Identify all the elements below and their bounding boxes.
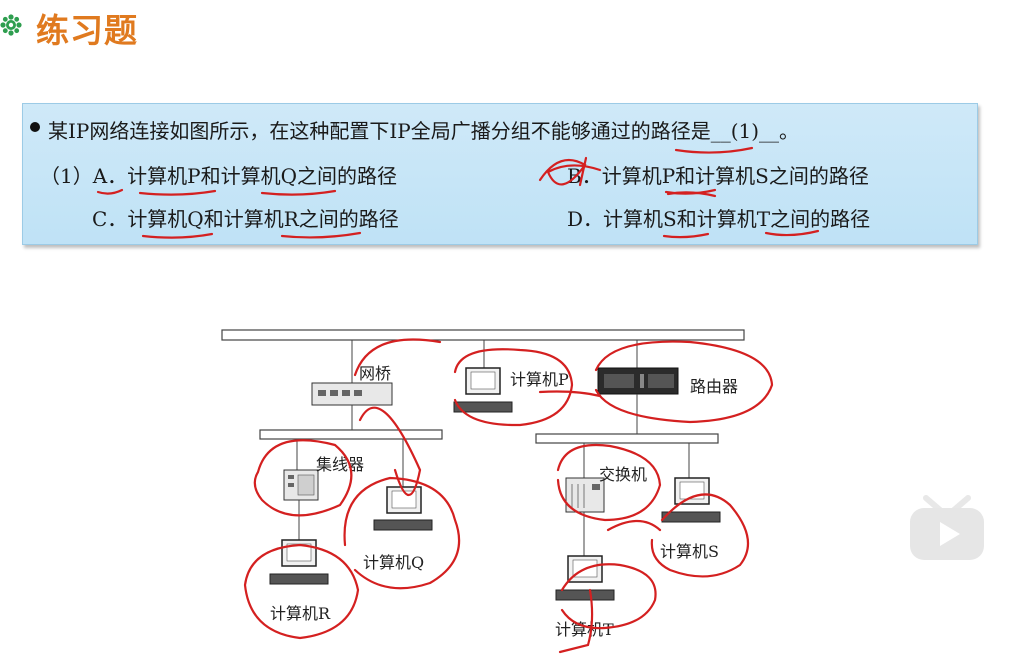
label-computer-p: 计算机P <box>510 370 569 389</box>
label-computer-t: 计算机T <box>555 620 614 639</box>
label-computer-r: 计算机R <box>270 604 331 623</box>
gear-flower-icon <box>0 14 22 36</box>
label-computer-s: 计算机S <box>660 542 719 561</box>
option-c-prefix: C． <box>92 207 128 231</box>
router-device <box>597 367 679 395</box>
option-a-prefix: （1）A． <box>40 164 128 188</box>
computer-t-device <box>555 555 615 601</box>
question-box <box>22 103 978 245</box>
question-stem: 某IP网络连接如图所示，在这种配置下IP全局广播分组不能够通过的路径是__(1)… <box>48 119 800 143</box>
bullet-icon <box>30 122 40 132</box>
computer-r-device <box>269 539 329 585</box>
play-button-icon[interactable] <box>904 492 990 566</box>
option-c[interactable]: C．计算机Q和计算机R之间的路径 <box>92 203 399 232</box>
backbone-bus <box>221 329 745 341</box>
option-a-text: 计算机P和计算机Q之间的路径 <box>127 164 398 188</box>
label-hub: 集线器 <box>316 455 365 474</box>
label-router: 路由器 <box>690 377 739 396</box>
option-d[interactable]: D．计算机S和计算机T之间的路径 <box>567 203 870 232</box>
option-d-prefix: D． <box>567 207 604 231</box>
left-bus <box>259 429 443 440</box>
computer-p-device <box>453 367 513 413</box>
hub-device <box>283 469 319 501</box>
bridge-device <box>311 382 393 406</box>
computer-s-device <box>661 477 721 523</box>
label-bridge: 网桥 <box>359 364 392 383</box>
option-b-text: 计算机P和计算机S之间的路径 <box>601 164 869 188</box>
label-switch: 交换机 <box>599 465 648 484</box>
option-d-text: 计算机S和计算机T之间的路径 <box>603 207 871 231</box>
option-c-text: 计算机Q和计算机R之间的路径 <box>127 207 399 231</box>
option-a[interactable]: （1）A．计算机P和计算机Q之间的路径 <box>40 160 397 189</box>
computer-q-device <box>373 486 433 531</box>
option-b[interactable]: B．计算机P和计算机S之间的路径 <box>567 160 869 189</box>
page-title: 练习题 <box>36 11 138 50</box>
label-computer-q: 计算机Q <box>363 553 425 572</box>
right-bus <box>535 433 719 444</box>
